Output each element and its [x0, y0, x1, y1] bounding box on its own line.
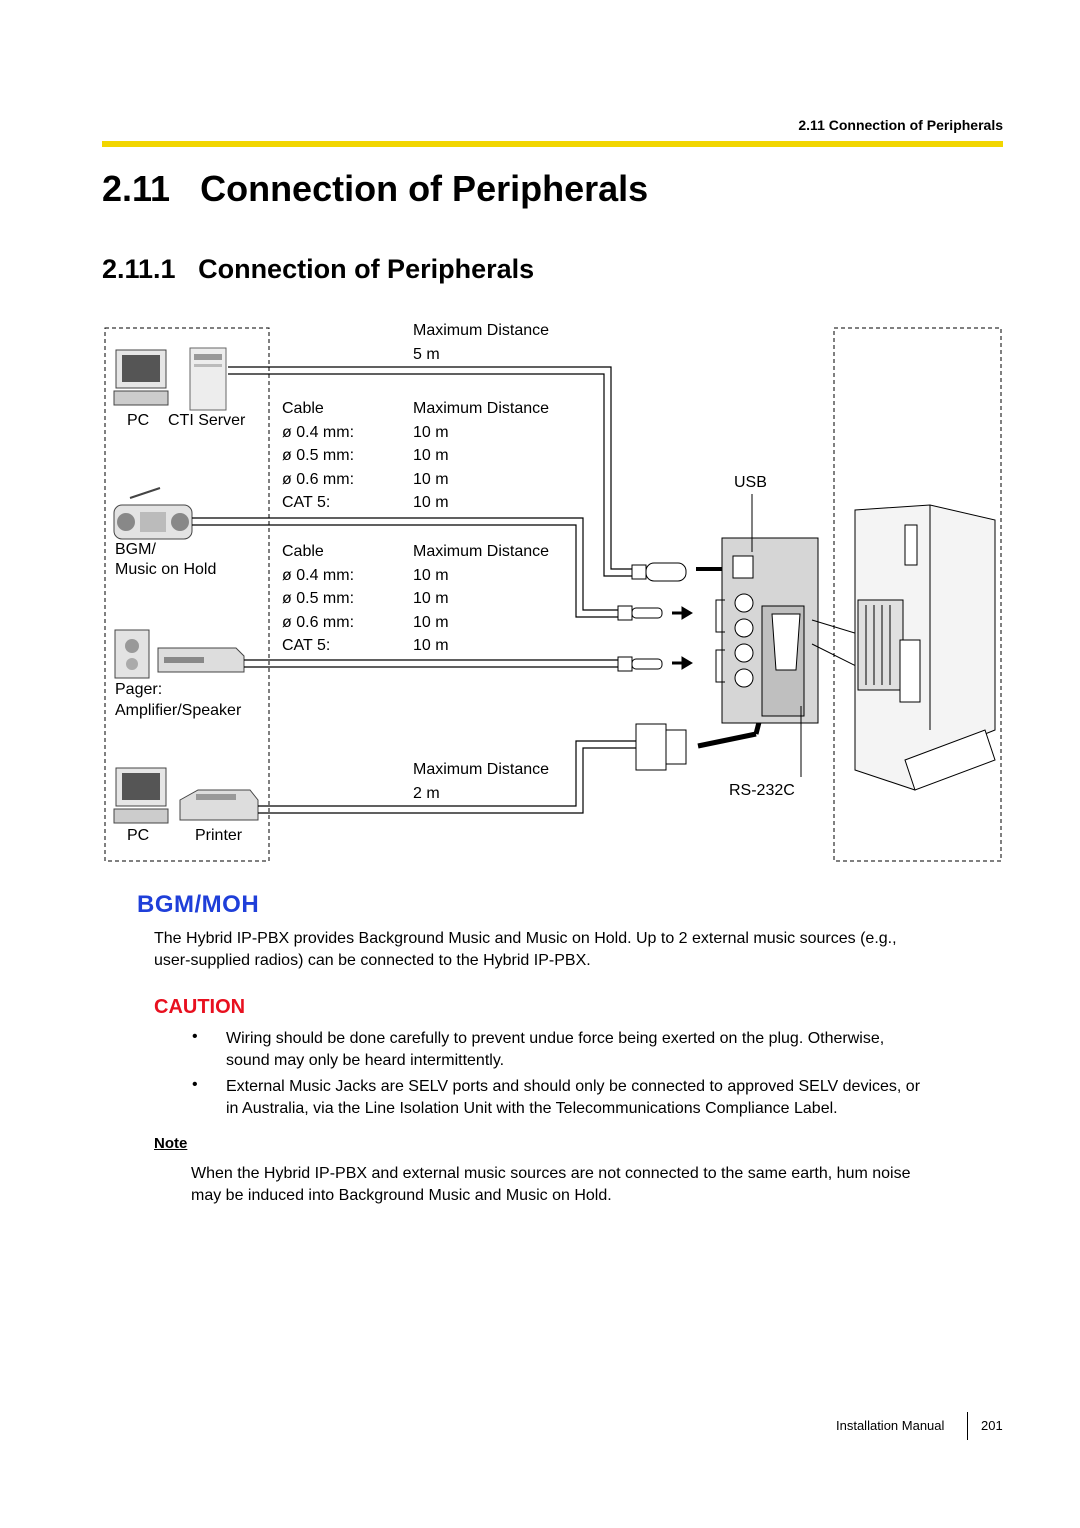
bgm-table-cable-header: Cable	[282, 400, 324, 417]
bgm-label: BGM/	[115, 541, 156, 558]
bgm-table-cable: ø 0.5 mm:	[282, 447, 355, 464]
bullet-icon: •	[192, 1028, 198, 1045]
caution-item-1-line1: Wiring should be done carefully to preve…	[226, 1030, 885, 1047]
section-heading: 2.11 Connection of Peripherals	[102, 168, 649, 209]
pager-table-distance: 10 m	[413, 590, 449, 607]
cti-server-label: CTI Server	[168, 412, 246, 429]
pager-table-cable: CAT 5:	[282, 637, 331, 654]
note-line1: When the Hybrid IP-PBX and external musi…	[191, 1165, 911, 1182]
amplifier-speaker-label: Amplifier/Speaker	[115, 702, 242, 719]
bgm-table-cable: CAT 5:	[282, 494, 331, 511]
bgm-table-distance: 10 m	[413, 424, 449, 441]
usb-label: USB	[734, 474, 767, 491]
pager-table-cable: ø 0.6 mm:	[282, 614, 355, 631]
printer-label: Printer	[195, 827, 243, 844]
subsection-heading: 2.11.1 Connection of Peripherals	[102, 254, 535, 284]
pbx-interface-panel	[715, 537, 819, 724]
caution-item-2-line1: External Music Jacks are SELV ports and …	[226, 1078, 921, 1095]
cti-server-icon	[189, 347, 227, 411]
footer-manual-title: Installation Manual	[836, 1418, 945, 1433]
speaker-icon	[114, 629, 150, 679]
bullet-icon: •	[192, 1076, 198, 1093]
peripherals-dashed-box	[104, 327, 270, 862]
pager-table-distance: 10 m	[413, 567, 449, 584]
pager-table-cable: ø 0.4 mm:	[282, 567, 355, 584]
note-label: Note	[154, 1135, 188, 1152]
header-rule	[102, 141, 1003, 147]
printer-icon	[179, 789, 259, 821]
pbx-cabinet-icon	[811, 504, 996, 791]
usb-distance-value: 5 m	[413, 346, 440, 363]
pc-label: PC	[127, 412, 150, 429]
bgm-table-cable: ø 0.6 mm:	[282, 471, 355, 488]
bgm-table-distance: 10 m	[413, 494, 449, 511]
bgm-table-distance: 10 m	[413, 471, 449, 488]
usb-distance-title: Maximum Distance	[413, 322, 550, 339]
pager-plug	[617, 656, 663, 672]
caution-label: CAUTION	[154, 996, 246, 1018]
usb-plug	[631, 562, 687, 582]
pager-label: Pager:	[115, 681, 163, 698]
pc-bottom-icon	[113, 767, 169, 824]
running-header: 2.11 Connection of Peripherals	[798, 117, 1003, 133]
caution-item-2-line2: in Australia, via the Line Isolation Uni…	[226, 1100, 838, 1117]
connection-diagram	[104, 327, 1002, 862]
page-number: 201	[981, 1418, 1003, 1433]
pager-table-distance: 10 m	[413, 637, 449, 654]
note-line2: may be induced into Background Music and…	[191, 1187, 612, 1204]
pc-icon	[113, 349, 169, 406]
music-on-hold-label: Music on Hold	[115, 561, 217, 578]
caution-item-1-line2: sound may only be heard intermittently.	[226, 1052, 505, 1069]
bgm-table-distance-header: Maximum Distance	[413, 400, 550, 417]
bgm-plug	[617, 605, 663, 621]
bgm-table-cable: ø 0.4 mm:	[282, 424, 355, 441]
pc-bottom-label: PC	[127, 827, 150, 844]
footer-separator	[967, 1412, 968, 1440]
pager-table-distance: 10 m	[413, 614, 449, 631]
rs232-distance-value: 2 m	[413, 785, 440, 802]
pager-table-distance-header: Maximum Distance	[413, 543, 550, 560]
rs232-distance-title: Maximum Distance	[413, 761, 550, 778]
rs232c-label: RS-232C	[729, 782, 795, 799]
bgm-table-distance: 10 m	[413, 447, 449, 464]
radio-icon	[113, 487, 193, 540]
bgm-intro-line1: The Hybrid IP-PBX provides Background Mu…	[154, 930, 897, 947]
rs232-plug	[635, 723, 687, 771]
bgm-moh-title: BGM/MOH	[137, 891, 260, 918]
amplifier-icon	[157, 647, 245, 673]
bgm-intro-line2: user-supplied radios) can be connected t…	[154, 952, 591, 969]
pager-table-cable-header: Cable	[282, 543, 324, 560]
pager-table-cable: ø 0.5 mm:	[282, 590, 355, 607]
